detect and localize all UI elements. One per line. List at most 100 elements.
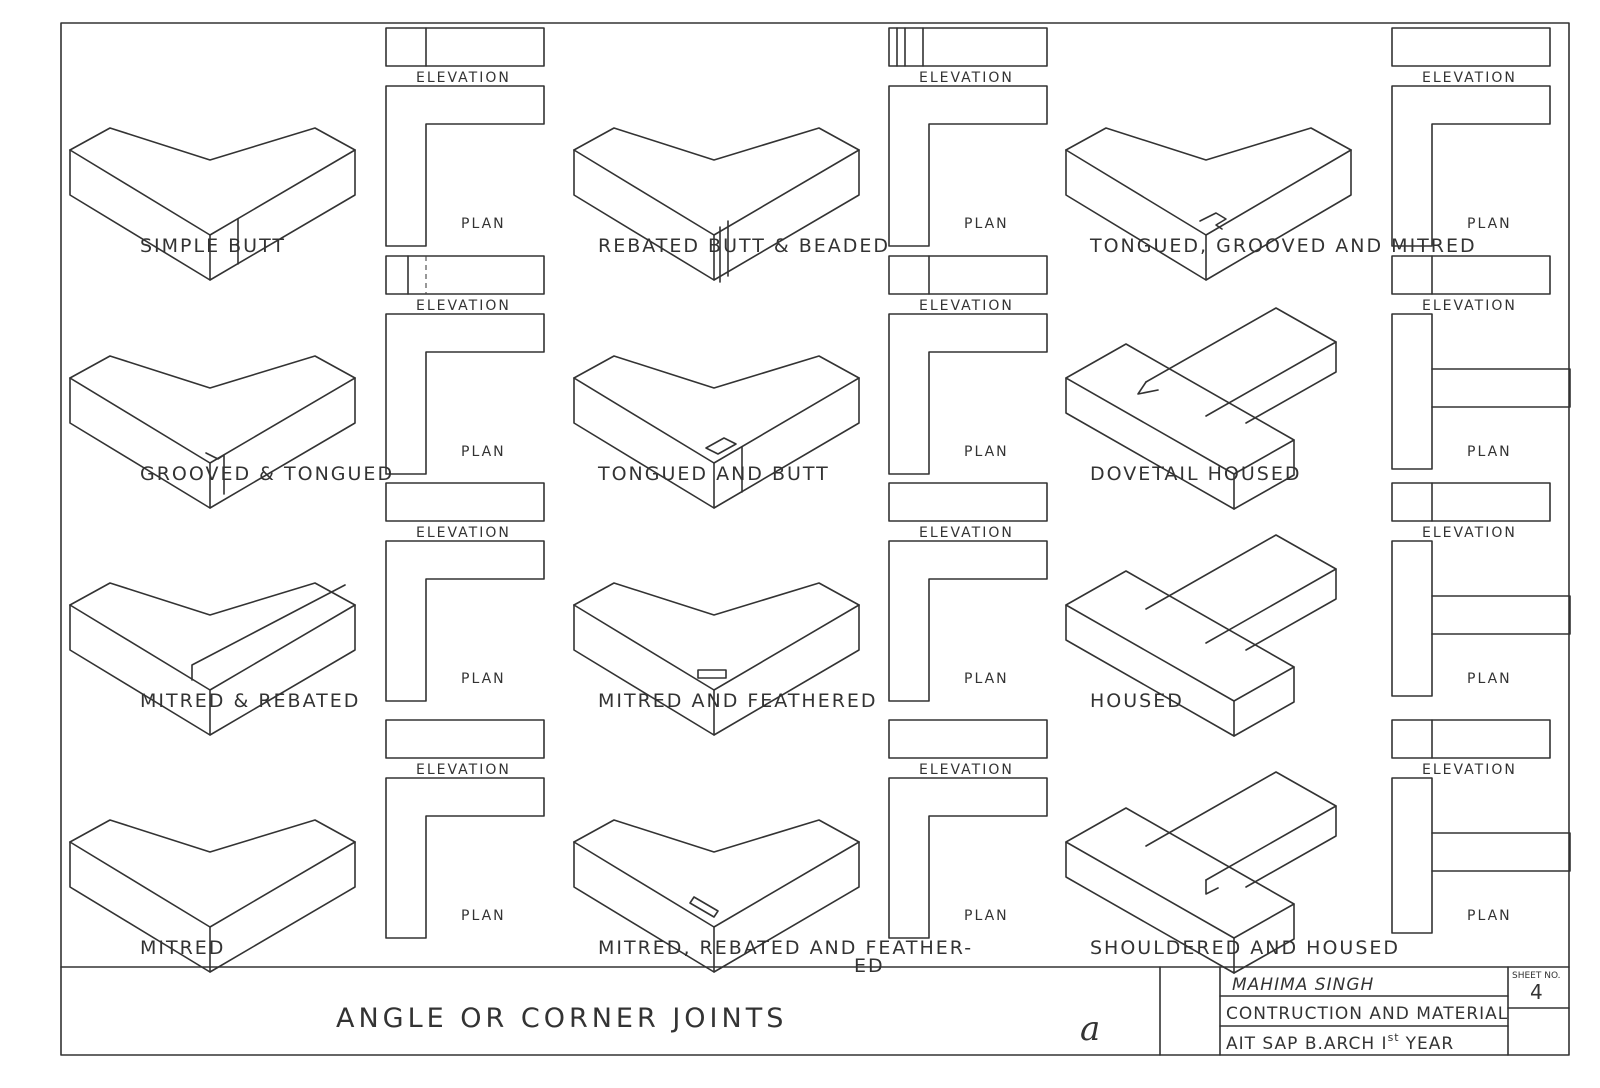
plan-outline <box>888 85 1048 247</box>
elevation-rect <box>888 255 1048 295</box>
joint-name: TONGUED, GROOVED AND MITRED <box>1089 235 1477 257</box>
joint-name-cont: ED <box>854 955 885 977</box>
block-outline <box>69 604 356 736</box>
cross-member-side <box>1245 805 1337 888</box>
joint-cell: MITRED AND FEATHERED ELEVATION PLAN <box>573 482 1048 736</box>
bead-line <box>719 220 729 283</box>
joint-name: HOUSED <box>1090 690 1184 712</box>
plan-label: PLAN <box>461 444 506 460</box>
block-top-edge <box>1065 127 1352 161</box>
joint-line <box>191 584 346 681</box>
signature: a <box>1080 1009 1100 1049</box>
sheet-border <box>60 22 1570 1056</box>
title-block: ANGLE OR CORNER JOINTS a MAHIMA SINGH CO… <box>336 966 1570 1056</box>
block-top-edge <box>573 127 860 161</box>
elevation-rect <box>1391 482 1551 522</box>
elevation-rect <box>1391 719 1551 759</box>
block-outline <box>1065 149 1352 281</box>
block-inner-edge <box>1065 149 1352 236</box>
elevation-label: ELEVATION <box>919 525 1014 541</box>
plan-outline <box>385 540 545 702</box>
plan-upright <box>1391 540 1433 697</box>
plan-label: PLAN <box>1467 671 1512 687</box>
plan-outline <box>385 85 545 247</box>
elevation-rect <box>385 27 545 67</box>
plan-crossbar <box>1431 832 1571 872</box>
joint-name: MITRED, REBATED AND FEATHER- <box>598 937 973 959</box>
joint-name: REBATED BUTT & BEADED <box>598 235 890 257</box>
elevation-label: ELEVATION <box>416 762 511 778</box>
tongue-piece <box>705 437 737 455</box>
block-top-edge <box>573 582 860 616</box>
joint-name: MITRED <box>140 937 225 959</box>
joint-cell: MITRED, REBATED AND FEATHER-ED ELEVATION P… <box>573 719 1048 977</box>
elevation-label: ELEVATION <box>919 762 1014 778</box>
plan-label: PLAN <box>461 671 506 687</box>
cross-member <box>1145 534 1337 644</box>
block-top-edge <box>69 582 356 616</box>
block-top-edge <box>573 355 860 389</box>
joint-name: MITRED & REBATED <box>140 690 360 712</box>
elevation-rect <box>1391 27 1551 67</box>
elevation-label: ELEVATION <box>416 525 511 541</box>
sheet-no-label: SHEET NO. <box>1512 971 1561 981</box>
joint-name: MITRED AND FEATHERED <box>598 690 878 712</box>
elevation-label: ELEVATION <box>919 298 1014 314</box>
block-outline <box>69 149 356 281</box>
plan-label: PLAN <box>964 671 1009 687</box>
plan-outline <box>1391 85 1551 247</box>
block-inner-edge <box>69 149 356 236</box>
main-block-end <box>1233 666 1295 737</box>
feather-piece <box>697 669 727 679</box>
elevation-rect <box>385 255 545 295</box>
elevation-label: ELEVATION <box>1422 298 1517 314</box>
plan-crossbar <box>1431 595 1571 635</box>
block-top-edge <box>69 127 356 161</box>
elevation-label: ELEVATION <box>416 298 511 314</box>
plan-label: PLAN <box>461 216 506 232</box>
block-top-edge <box>573 819 860 853</box>
joint-cell: MITRED & REBATED ELEVATION PLAN <box>69 482 545 736</box>
main-block-end <box>1233 903 1295 974</box>
cross-member-side <box>1245 341 1337 424</box>
elevation-rect <box>888 27 1048 67</box>
elevation-label: ELEVATION <box>1422 525 1517 541</box>
joint-name: TONGUED AND BUTT <box>597 463 830 485</box>
plan-upright <box>1391 313 1433 470</box>
plan-label: PLAN <box>1467 216 1512 232</box>
cross-member <box>1145 771 1337 881</box>
main-block-end <box>1233 439 1295 510</box>
joint-name: DOVETAIL HOUSED <box>1090 463 1301 485</box>
plan-outline <box>888 777 1048 939</box>
plan-crossbar <box>1431 368 1571 408</box>
feather-piece <box>689 896 719 918</box>
block-top-edge <box>69 355 356 389</box>
plan-label: PLAN <box>964 908 1009 924</box>
dovetail-line <box>1137 381 1159 395</box>
joint-line <box>1199 212 1227 230</box>
plan-label: PLAN <box>1467 908 1512 924</box>
main-block-side <box>1065 377 1235 510</box>
drawing-title: ANGLE OR CORNER JOINTS <box>336 1003 787 1034</box>
elevation-label: ELEVATION <box>416 70 511 86</box>
cross-member <box>1145 307 1337 417</box>
block-top-edge <box>69 819 356 853</box>
elevation-rect <box>1391 255 1551 295</box>
joint-line <box>205 452 225 495</box>
plan-label: PLAN <box>1467 444 1512 460</box>
plan-outline <box>385 313 545 475</box>
sheet-no: 4 <box>1530 980 1543 1004</box>
block-outline <box>69 377 356 509</box>
block-inner-edge <box>573 149 860 236</box>
subject-name: CONTRUCTION AND MATERIAL <box>1226 1004 1508 1024</box>
block-inner-edge <box>69 841 356 928</box>
joint-cell: DOVETAIL HOUSED ELEVATION PLAN <box>1065 255 1571 510</box>
plan-label: PLAN <box>964 216 1009 232</box>
block-outline <box>573 149 860 281</box>
